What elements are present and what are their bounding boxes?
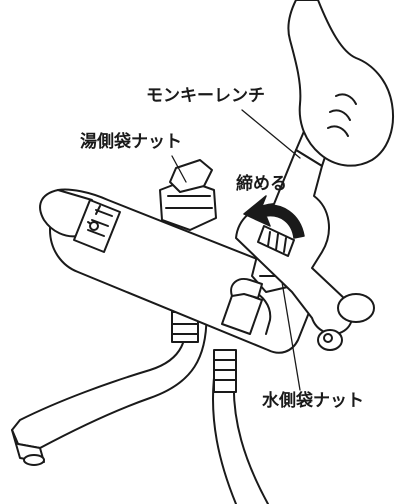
label-monkey-wrench: モンキーレンチ <box>146 86 265 106</box>
label-tighten: 締める <box>236 174 287 194</box>
label-cold-side-nut: 水側袋ナット <box>262 391 364 411</box>
leader-wrench <box>241 109 301 159</box>
leader-hot-nut <box>171 155 187 183</box>
spout <box>11 303 208 466</box>
label-hot-side-nut: 湯側袋ナット <box>80 132 182 152</box>
leader-lines <box>171 109 301 391</box>
hand <box>287 0 394 167</box>
mount-bracket <box>230 278 263 299</box>
hose <box>211 349 269 504</box>
hot-side-nut <box>159 159 217 231</box>
faucet-body <box>39 188 314 354</box>
leader-cold-nut <box>281 281 301 391</box>
tighten-arrow-icon <box>243 195 305 239</box>
temperature-dial <box>87 205 101 231</box>
